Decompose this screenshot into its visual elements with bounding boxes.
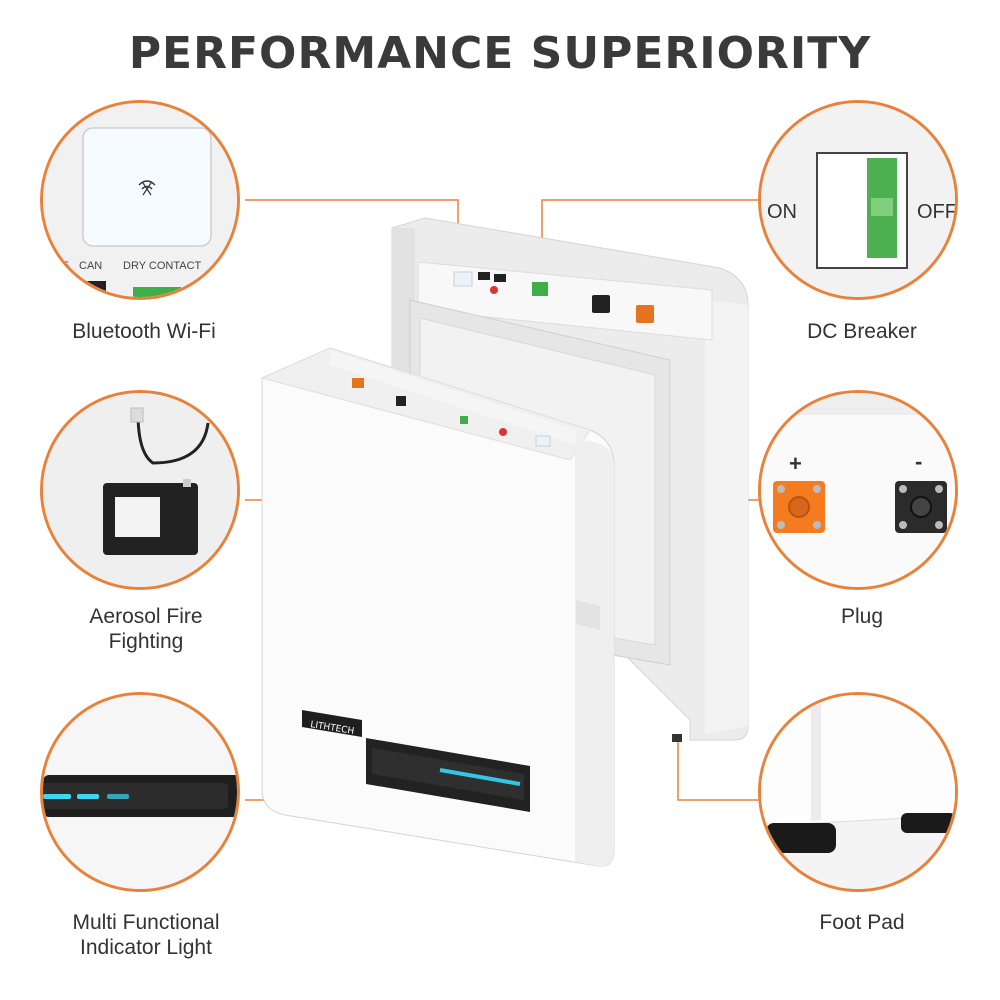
line-foot — [677, 742, 760, 801]
plug-positive-sign: + — [789, 451, 802, 476]
breaker-label: DC Breaker — [807, 320, 917, 343]
plug-detail-image — [761, 393, 955, 587]
indicator-detail-image — [43, 695, 237, 889]
bluetooth-circle: 85 CAN DRY CONTACT — [40, 100, 240, 300]
bluetooth-detail-image: 85 CAN DRY CONTACT — [43, 103, 237, 297]
plug-circle: + - — [758, 390, 958, 590]
breaker-off-text: OFF — [917, 201, 957, 223]
negative-terminal-icon — [895, 481, 947, 533]
fire-label-line2: Fighting — [108, 630, 184, 653]
foot-detail-image — [761, 695, 955, 889]
page-title: PERFORMANCE SUPERIORITY — [128, 28, 872, 79]
positive-terminal-icon — [773, 481, 825, 533]
breaker-detail-image — [761, 103, 955, 297]
indicator-label-line2: Indicator Light — [80, 936, 212, 959]
panel-label-can: CAN — [79, 260, 102, 272]
indicator-circle — [40, 692, 240, 892]
bluetooth-label: Bluetooth Wi-Fi — [72, 320, 216, 343]
fire-label-line1: Aerosol Fire — [89, 605, 203, 628]
indicator-label: Multi Functional Indicator Light — [26, 910, 266, 960]
plug-negative-sign: - — [915, 449, 923, 474]
fire-detail-image — [43, 393, 237, 587]
plug-label: Plug — [840, 605, 884, 628]
breaker-on-text: ON — [767, 201, 797, 223]
fire-circle — [40, 390, 240, 590]
wifi-icon — [138, 180, 156, 196]
foot-circle — [758, 692, 958, 892]
panel-label-dry-contact: DRY CONTACT — [123, 260, 202, 272]
foot-label: Foot Pad — [819, 911, 905, 934]
front-battery-unit: LITHTECH — [260, 347, 615, 867]
indicator-label-line1: Multi Functional — [72, 911, 220, 934]
breaker-circle: ON OFF — [758, 100, 958, 300]
fire-label: Aerosol Fire Fighting — [26, 604, 266, 654]
